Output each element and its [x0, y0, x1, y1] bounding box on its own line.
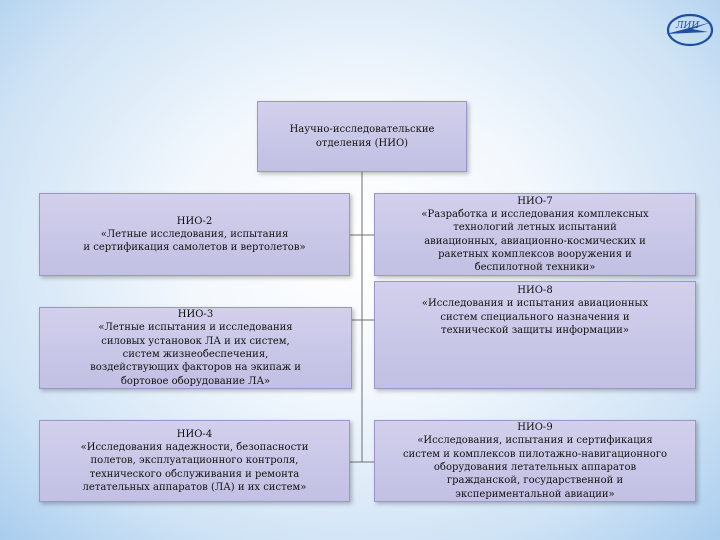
nio-3-label: НИО-3 «Летные испытания и исследования с… [90, 309, 301, 387]
node-nio-4: НИО-4 «Исследования надежности, безопасн… [39, 420, 350, 502]
node-nio-8: НИО-8 «Исследования и испытания авиацион… [374, 281, 696, 389]
node-nio-2: НИО-2 «Летные исследования, испытания и … [39, 193, 350, 276]
nio-7-label: НИО-7 «Разработка и исследования комплек… [421, 195, 649, 274]
nio-9-label: НИО-9 «Исследования, испытания и сертифи… [402, 422, 668, 500]
nio-2-label: НИО-2 «Летные исследования, испытания и … [83, 215, 306, 254]
root-label: Научно-исследовательские отделения (НИО) [289, 124, 435, 149]
nio-4-label: НИО-4 «Исследования надежности, безопасн… [80, 428, 309, 493]
institute-logo: ЛИИ [666, 13, 714, 47]
node-nio-9: НИО-9 «Исследования, испытания и сертифи… [374, 420, 696, 502]
node-nio-3: НИО-3 «Летные испытания и исследования с… [39, 307, 352, 389]
nio-8-label: НИО-8 «Исследования и испытания авиацион… [421, 285, 649, 336]
svg-text:ЛИИ: ЛИИ [675, 21, 699, 31]
root-node: Научно-исследовательские отделения (НИО) [257, 101, 467, 172]
node-nio-7: НИО-7 «Разработка и исследования комплек… [374, 193, 696, 276]
